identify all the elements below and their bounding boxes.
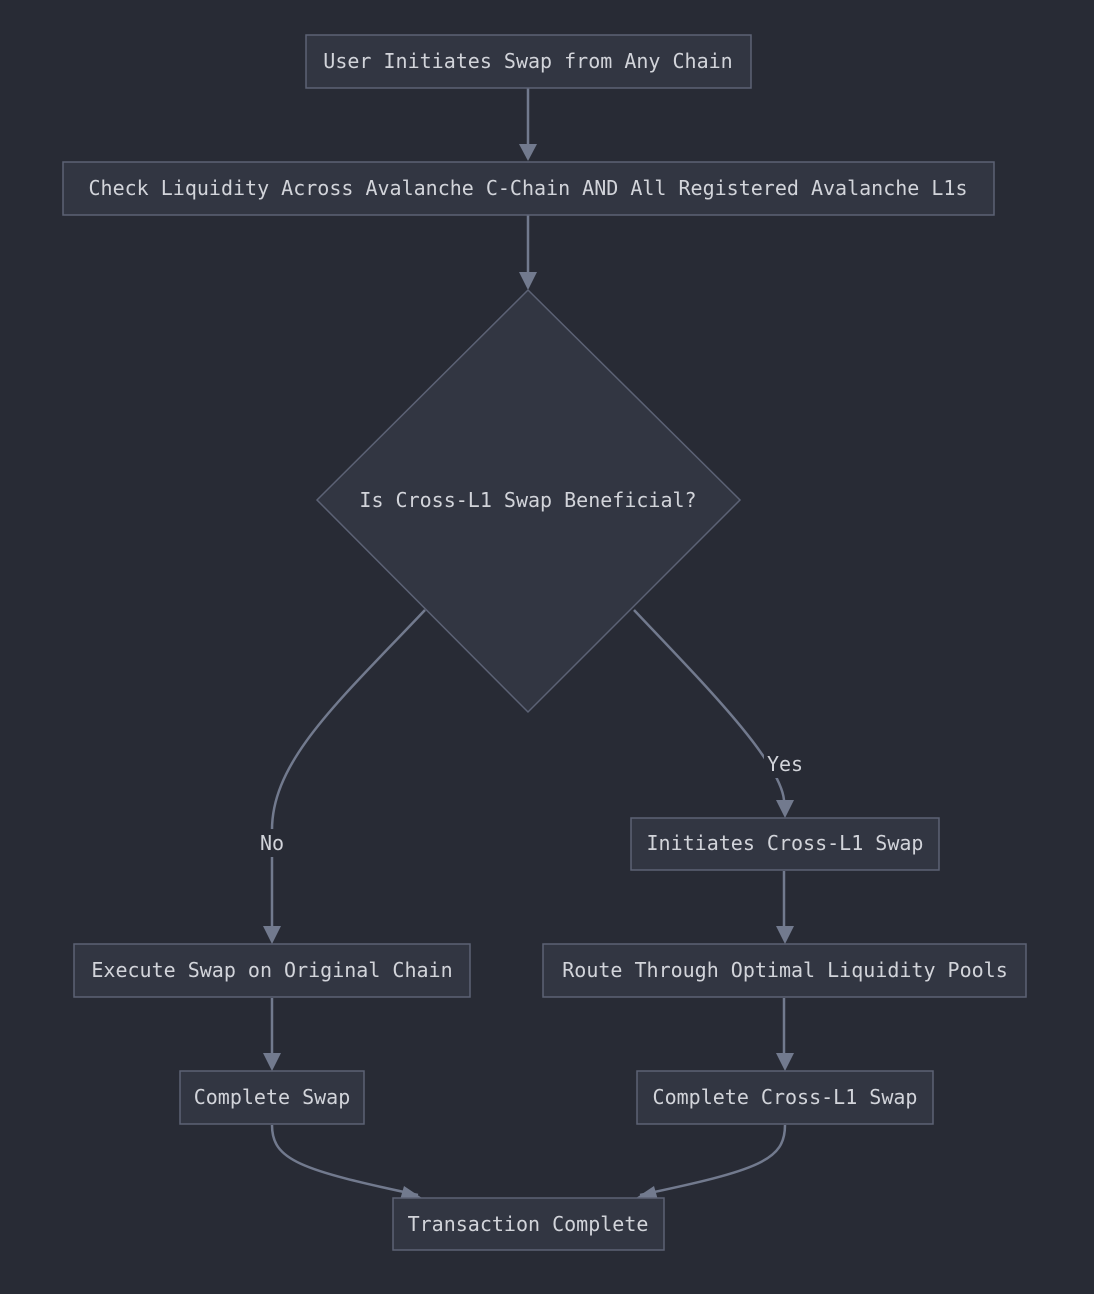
node-complete-cross-l1-label: Complete Cross-L1 Swap [653,1085,918,1109]
arrowhead [519,272,537,290]
arrowhead [776,800,794,818]
node-transaction-complete: Transaction Complete [392,1197,665,1251]
node-execute-original-label: Execute Swap on Original Chain [91,958,452,982]
arrowhead [776,1053,794,1071]
node-check-liquidity: Check Liquidity Across Avalanche C-Chain… [62,161,995,216]
svg-text:No: No [260,831,284,855]
svg-text:Yes: Yes [767,752,803,776]
arrowhead [400,1186,422,1200]
edge-label-yes: Yes [764,750,806,778]
edge-decision-to-execute [270,609,426,938]
node-execute-original: Execute Swap on Original Chain [73,943,471,998]
edge-complete-swap-to-transaction [270,1124,419,1197]
arrowheads [263,144,794,1200]
node-initiate-cross-l1: Initiates Cross-L1 Swap [630,817,940,871]
node-start: User Initiates Swap from Any Chain [305,34,752,89]
arrowhead [519,144,537,161]
arrowhead [636,1186,658,1200]
node-complete-swap-label: Complete Swap [194,1085,351,1109]
edge-complete-cross-to-transaction [639,1124,787,1197]
node-decision: Is Cross-L1 Swap Beneficial? [315,288,742,714]
edge-label-no: No [254,829,290,857]
node-route-liquidity: Route Through Optimal Liquidity Pools [542,943,1027,998]
node-complete-cross-l1: Complete Cross-L1 Swap [636,1070,934,1125]
arrowhead [263,1053,281,1071]
arrowhead [776,926,794,944]
edge-decision-to-initiate [633,609,786,812]
node-initiate-cross-l1-label: Initiates Cross-L1 Swap [647,831,924,855]
arrowhead [263,926,281,944]
node-check-liquidity-label: Check Liquidity Across Avalanche C-Chain… [89,176,968,200]
node-route-liquidity-label: Route Through Optimal Liquidity Pools [562,958,1008,982]
node-transaction-complete-label: Transaction Complete [408,1212,649,1236]
node-start-label: User Initiates Swap from Any Chain [323,49,732,73]
node-decision-label: Is Cross-L1 Swap Beneficial? [359,488,696,512]
node-complete-swap: Complete Swap [179,1070,365,1125]
